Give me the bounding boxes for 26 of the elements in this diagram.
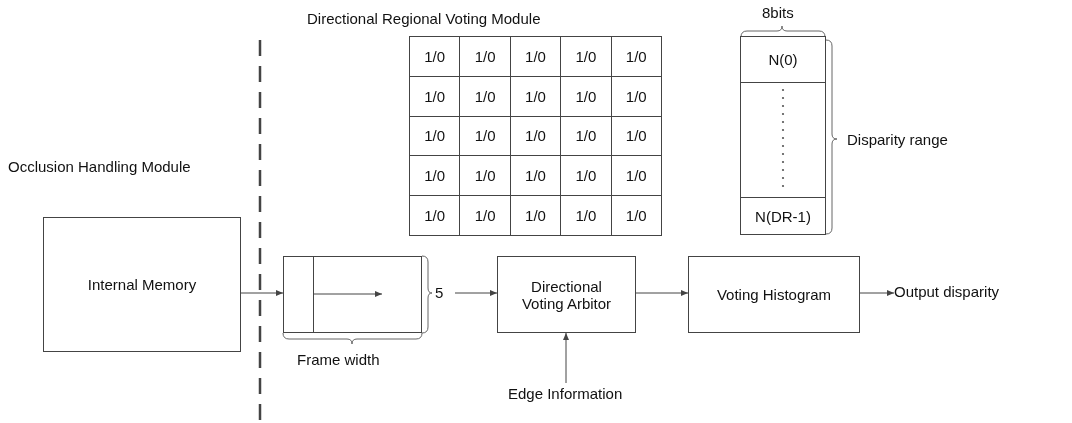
arrow xyxy=(635,290,689,296)
box-label: Internal Memory xyxy=(86,276,198,293)
range-label: Disparity range xyxy=(847,131,948,148)
module-title: Directional Regional Voting Module xyxy=(307,10,541,27)
count-label: 5 xyxy=(435,284,444,301)
box-label: Directional Voting Arbitor xyxy=(520,277,613,312)
histogram-box xyxy=(688,256,860,333)
arrow xyxy=(859,290,895,296)
arrow xyxy=(563,332,569,384)
arrow xyxy=(240,290,284,296)
table-cell: 1/0 xyxy=(409,36,461,77)
table-cell: 1/0 xyxy=(409,195,461,236)
memory-cell: N(DR-1) xyxy=(740,197,826,235)
output-label: Output disparity xyxy=(894,283,1014,303)
box-label: Voting Histogram xyxy=(715,286,833,303)
width-label: Frame width xyxy=(297,351,380,368)
memory-cell: N(0) xyxy=(740,36,826,83)
arbiter-box xyxy=(497,256,636,333)
line-buffer-box xyxy=(283,256,422,333)
table-cell: 1/0 xyxy=(610,36,662,77)
arrow xyxy=(454,290,498,296)
width-label: 8bits xyxy=(762,4,794,21)
memory-box xyxy=(43,217,241,352)
module-title: Occlusion Handling Module xyxy=(8,158,191,175)
table-cell: 1/0 xyxy=(610,195,662,236)
input-label: Edge Information xyxy=(508,385,624,405)
